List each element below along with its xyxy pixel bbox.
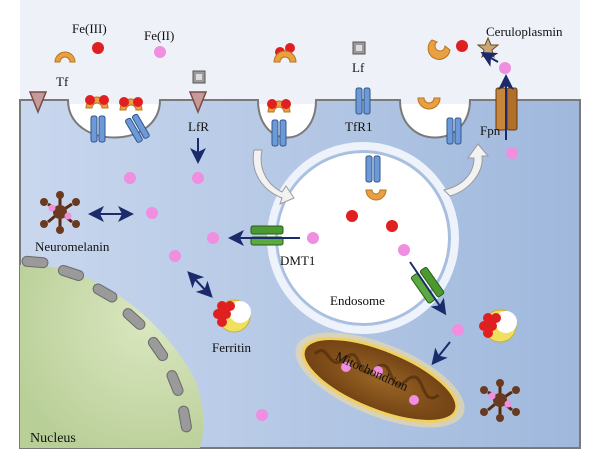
arrow-ferritin xyxy=(187,271,213,298)
nucleus xyxy=(20,255,204,448)
apo-transferrin xyxy=(417,97,441,110)
holo-transferrin xyxy=(273,43,297,63)
arrow-to-mitochondrion xyxy=(431,341,451,366)
fe3-iron-endosome xyxy=(346,210,398,232)
recycling-arrow xyxy=(443,143,490,197)
tfr1-receptors xyxy=(90,87,462,183)
label-tf: Tf xyxy=(56,74,69,89)
fe3-iron-free xyxy=(92,42,104,54)
label-ferritin: Ferritin xyxy=(212,340,251,355)
label-fe3: Fe(III) xyxy=(72,21,107,36)
dmt1-transporter-right xyxy=(410,267,445,304)
neuromelanin-molecule xyxy=(40,191,80,234)
endocytosis-arrow xyxy=(252,149,295,205)
label-lfr: LfR xyxy=(188,119,209,134)
apo-transferrin-exported xyxy=(427,39,451,60)
arrow-to-ceruloplasmin xyxy=(480,52,499,67)
holo-tf-bound xyxy=(85,95,387,201)
fe2-iron-export xyxy=(499,62,511,74)
label-ceruloplasmin: Ceruloplasmin xyxy=(486,24,563,39)
label-fpn: Fpn xyxy=(480,123,501,138)
label-dmt1: DMT1 xyxy=(280,253,315,268)
fe2-iron-free xyxy=(154,46,166,58)
fe3-iron-exported xyxy=(456,40,468,52)
arrow-endosome-out xyxy=(409,261,447,316)
label-endosome: Endosome xyxy=(330,293,385,308)
transferrin-free xyxy=(54,51,76,63)
ferritin xyxy=(213,299,251,333)
fe2-iron-cytosolic xyxy=(124,172,464,421)
label-tfr1: TfR1 xyxy=(345,119,372,134)
label-nucleus: Nucleus xyxy=(30,431,76,446)
fe2-iron-fpn xyxy=(506,147,518,159)
neuromelanin-molecule-2 xyxy=(480,379,520,422)
lactoferrin xyxy=(352,41,366,55)
lactoferrin-bound xyxy=(192,70,206,84)
label-neuromelanin: Neuromelanin xyxy=(35,239,110,254)
ferritin-right xyxy=(479,309,517,343)
label-fe2: Fe(II) xyxy=(144,28,174,43)
lfr-receptor xyxy=(28,91,208,115)
label-lf: Lf xyxy=(352,60,365,75)
